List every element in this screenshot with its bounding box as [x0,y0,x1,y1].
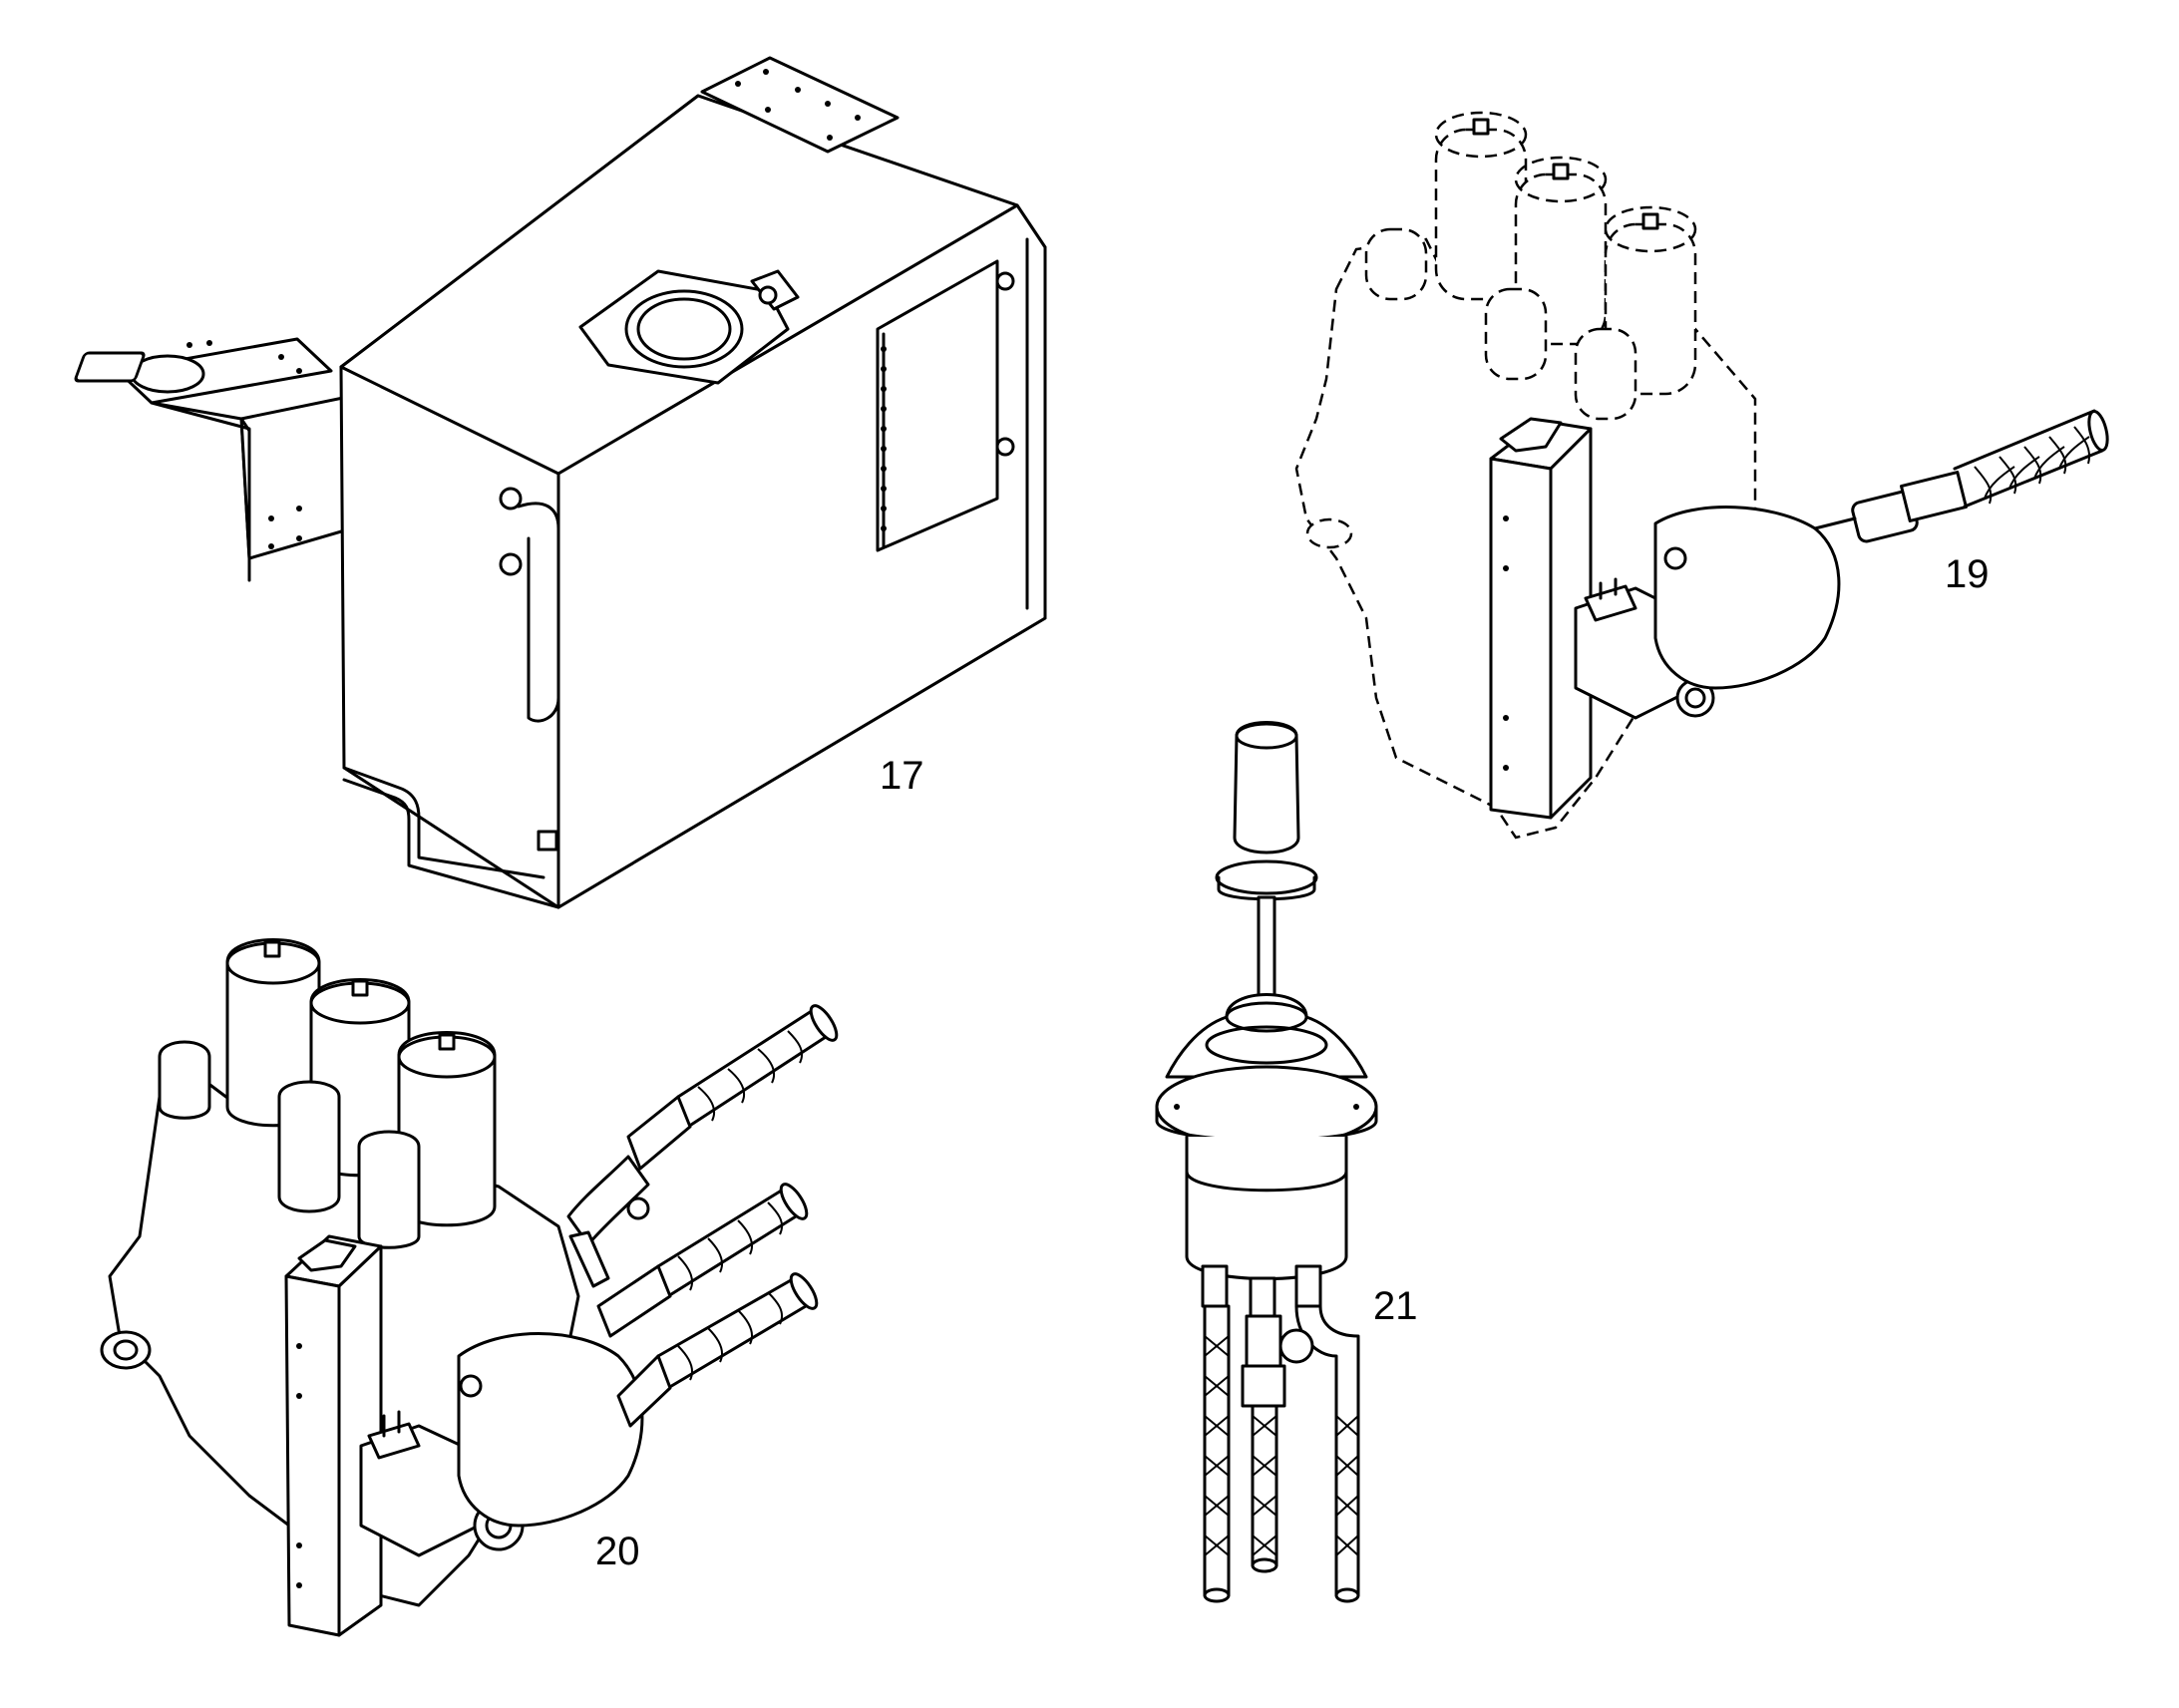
control-valve-block-icon [100,938,839,1637]
callout-19: 19 [1945,552,1990,596]
callout-17: 17 [880,754,924,798]
callout-21: 21 [1373,1284,1418,1328]
joystick-control-icon [1155,721,1378,1603]
control-valve-block-icon [1294,111,2109,840]
hydraulic-tank-icon [74,56,1047,909]
callout-20: 20 [595,1530,640,1573]
